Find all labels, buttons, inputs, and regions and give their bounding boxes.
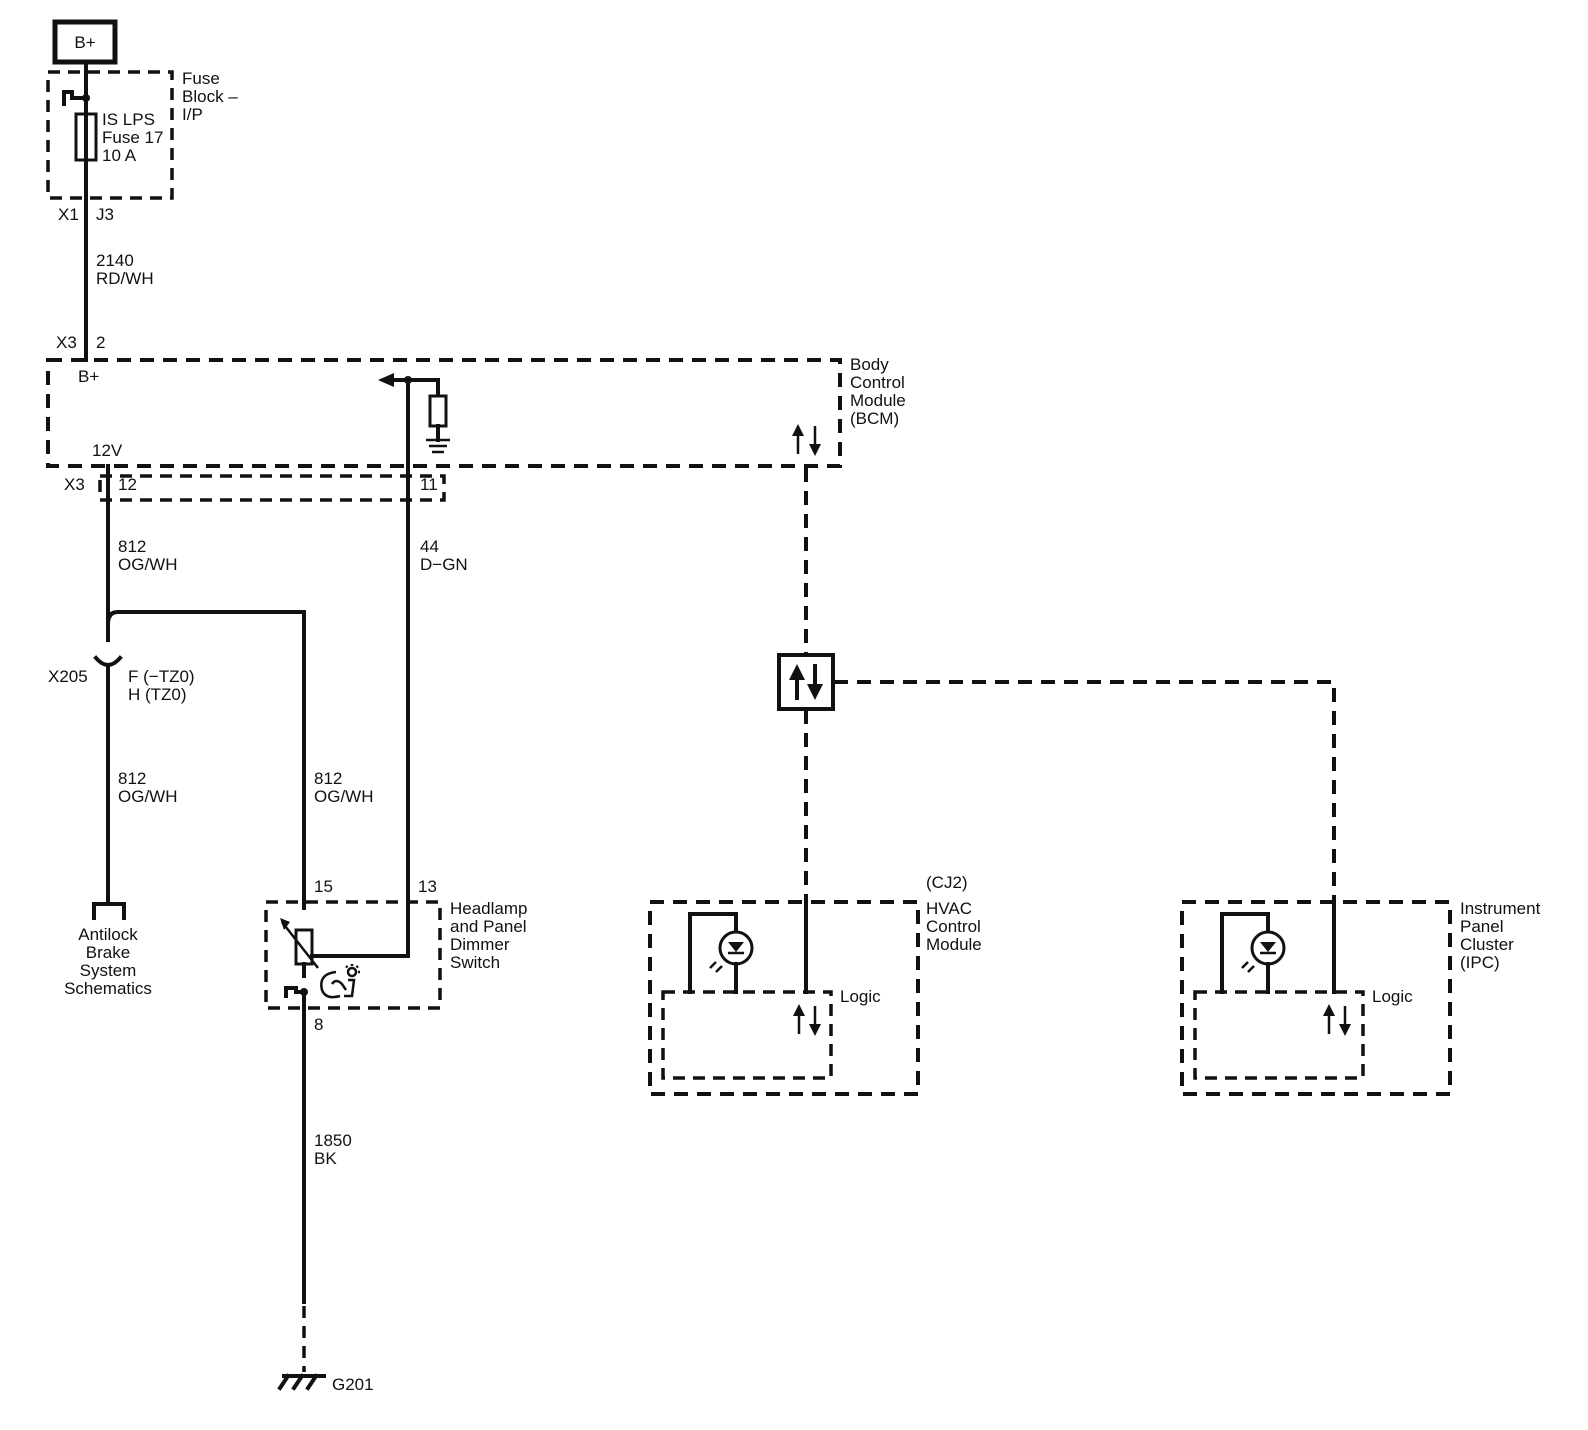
chassis-ground-icon: [426, 438, 450, 454]
fuse-block-name-3: I/P: [182, 105, 203, 124]
bcm-pin-11: 11: [420, 475, 438, 494]
fuse-block-name-2: Block –: [182, 87, 238, 106]
switch-pin-13: 13: [418, 877, 437, 896]
wire-812-switch-color: OG/WH: [314, 787, 374, 806]
dimmer-switch: 15 13 Headlamp and Panel Dimmer Switch 8: [264, 877, 528, 1034]
wire-44-color: D−GN: [420, 555, 468, 574]
wire-812-abs-number: 812: [118, 769, 146, 788]
wire-812-abs-color: OG/WH: [118, 787, 178, 806]
input-arrow-icon: [378, 373, 394, 387]
fuse-block-name-1: Fuse: [182, 69, 220, 88]
ipc-name-3: Cluster: [1460, 935, 1514, 954]
ground-label: G201: [332, 1375, 374, 1394]
bcm-bplus-label: B+: [78, 367, 99, 386]
x205-pin-2: H (TZ0): [128, 685, 187, 704]
hvac-logic: Logic: [840, 987, 881, 1006]
x205-connector: X205 F (−TZ0) H (TZ0): [48, 655, 195, 704]
bcm-pin-top: 2: [96, 333, 105, 352]
wire-812-switch-number: 812: [314, 769, 342, 788]
abs-line-4: Schematics: [64, 979, 152, 998]
hvac-data-icon: [793, 1004, 821, 1036]
bcm: X3 2 B+ 12V Body Control Module (BCM) X3…: [46, 333, 906, 502]
bcm-connector-bottom: X3: [64, 475, 85, 494]
wire-812-upper-number: 812: [118, 537, 146, 556]
wire-1850-color: BK: [314, 1149, 337, 1168]
abs-reference: Antilock Brake System Schematics: [64, 902, 152, 998]
fuse-line-3: 10 A: [102, 146, 137, 165]
hvac-led-icon: [709, 930, 754, 973]
ground-icon: [277, 1373, 326, 1391]
b-plus-label: B+: [74, 33, 95, 52]
abs-line-2: Brake: [86, 943, 130, 962]
fuse-line-1: IS LPS: [102, 110, 155, 129]
switch-name-1: Headlamp: [450, 899, 528, 918]
bcm-12v-label: 12V: [92, 441, 123, 460]
switch-pin-8: 8: [314, 1015, 323, 1034]
headlamp-icon: [320, 964, 360, 999]
bcm-name-4: (BCM): [850, 409, 899, 428]
ipc-logic: Logic: [1372, 987, 1413, 1006]
fuse-connector: X1: [58, 205, 79, 224]
ipc-name-1: Instrument: [1460, 899, 1541, 918]
fuse-line-2: Fuse 17: [102, 128, 163, 147]
serial-data-icon: [792, 424, 821, 456]
fuse-pin: J3: [96, 205, 114, 224]
wire-2140-number: 2140: [96, 251, 134, 270]
bcm-name-2: Control: [850, 373, 905, 392]
bcm-name-3: Module: [850, 391, 906, 410]
ipc-name-4: (IPC): [1460, 953, 1500, 972]
hvac-name-1: HVAC: [926, 899, 972, 918]
ipc-module: Instrument Panel Cluster (IPC) Logic: [1180, 896, 1541, 1096]
switch-name-4: Switch: [450, 953, 500, 972]
x205-pin-1: F (−TZ0): [128, 667, 195, 686]
serial-data-splice: [777, 653, 835, 711]
wire-2140-color: RD/WH: [96, 269, 154, 288]
b-plus-source: B+: [52, 19, 118, 65]
wire-812-upper-color: OG/WH: [118, 555, 178, 574]
x205-label: X205: [48, 667, 88, 686]
switch-name-3: Dimmer: [450, 935, 510, 954]
bcm-pin-12: 12: [118, 475, 137, 494]
bcm-connector-top: X3: [56, 333, 77, 352]
ipc-name-2: Panel: [1460, 917, 1503, 936]
hvac-option: (CJ2): [926, 873, 968, 892]
switch-pin-15: 15: [314, 877, 333, 896]
abs-line-1: Antilock: [78, 925, 138, 944]
wire-1850-number: 1850: [314, 1131, 352, 1150]
switch-name-2: and Panel: [450, 917, 527, 936]
bcm-name-1: Body: [850, 355, 889, 374]
hvac-name-3: Module: [926, 935, 982, 954]
resistor-icon: [428, 394, 448, 428]
hvac-name-2: Control: [926, 917, 981, 936]
hvac-module: (CJ2) HVAC Control Module Logic: [648, 873, 982, 1096]
fuse-block: Fuse Block – I/P IS LPS Fuse 17 10 A X1 …: [46, 69, 238, 224]
abs-line-3: System: [80, 961, 137, 980]
wire-44-number: 44: [420, 537, 439, 556]
ipc-data-icon: [1323, 1004, 1351, 1036]
ipc-led-icon: [1241, 930, 1286, 973]
